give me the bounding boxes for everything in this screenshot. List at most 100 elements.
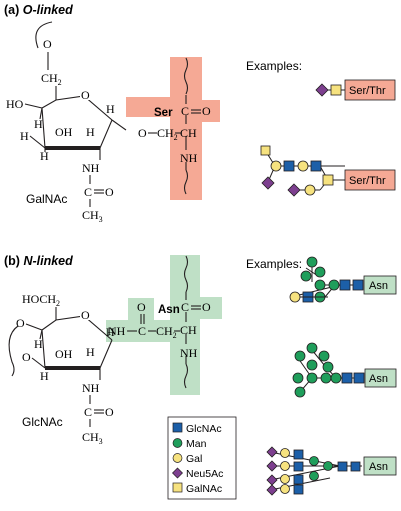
neu5ac-icon	[172, 467, 183, 479]
asn-tag-2-label: Asn	[369, 373, 388, 385]
amide-ch2: CH2	[156, 324, 177, 340]
man-icon	[328, 279, 340, 291]
man-icon	[294, 386, 306, 398]
svg-text:O: O	[81, 88, 90, 102]
n-linked-example-1: Asn	[289, 256, 397, 303]
c3-h-b: H	[40, 369, 49, 383]
glcnac-icon	[341, 372, 353, 384]
man-icon	[323, 461, 333, 471]
asn-tag-2	[364, 368, 397, 388]
ser-carbonyl-c: C	[181, 104, 189, 118]
glcnac-icon	[172, 422, 183, 433]
o-bridge: O	[138, 126, 147, 140]
man-icon	[309, 471, 319, 481]
galnac-icon	[330, 84, 342, 96]
bridge-ch2: CH2	[157, 126, 178, 142]
asn-tag-1	[363, 275, 397, 295]
panel-a: (a) O-linked C O CH NH Ser O CH2 O CH2	[4, 3, 396, 224]
glcnac-icon	[283, 160, 295, 172]
asn-tag-3-label: Asn	[369, 461, 388, 473]
c3-oh-b: OH	[55, 347, 73, 361]
glcnac-icon	[293, 474, 304, 485]
man-icon	[314, 266, 326, 278]
c3-o-b: O	[22, 350, 31, 364]
ser-alpha-ch: CH	[180, 126, 197, 140]
panel-b-label: (b) N-linked	[4, 254, 73, 268]
glcnac-icon	[337, 461, 348, 472]
n-linked-example-3: Asn	[266, 446, 397, 496]
man-icon	[309, 456, 319, 466]
amide-c: C	[138, 324, 146, 338]
gal-icon	[289, 291, 301, 303]
c6-o: O	[43, 37, 52, 51]
legend-glcnac: GlcNAc	[186, 423, 222, 435]
ring-oxygen-b: O	[81, 308, 90, 322]
c3-oh: OH	[55, 125, 73, 139]
legend-man: Man	[186, 438, 207, 450]
gal-icon	[280, 474, 290, 484]
ser-highlight-bridge	[126, 97, 178, 117]
asn-tag-3	[363, 456, 397, 476]
man-icon	[320, 372, 332, 384]
n-linked-example-2: Asn	[292, 342, 397, 398]
glcnac-icon	[353, 372, 365, 384]
ser-highlight-carbonyl	[200, 100, 220, 122]
amide-o: O	[137, 300, 146, 314]
man-icon	[300, 270, 312, 282]
galnac-icon	[322, 174, 334, 186]
c6-ch2: CH2	[41, 71, 62, 87]
ser-nh: NH	[180, 151, 198, 165]
neu5ac-icon	[287, 183, 301, 197]
panel-b: (b) N-linked C O CH NH Asn NH C O CH2 HO…	[4, 254, 397, 500]
ser-thr-tag-1-label: Ser/Thr	[349, 85, 386, 97]
gal-icon	[280, 461, 290, 471]
man-icon	[306, 372, 318, 384]
glcnac-label: GlcNAc	[22, 415, 63, 429]
asn-backbone-bottom	[183, 363, 189, 389]
c2-nh: NH	[82, 161, 100, 175]
glycosidic-curve	[35, 21, 53, 49]
c1-h-b: H	[106, 325, 115, 339]
o-linked-example-2: Ser/Thr	[260, 145, 396, 197]
gal-icon	[260, 145, 271, 156]
c4-o: O	[16, 316, 25, 330]
ser-thr-tag-1	[344, 79, 396, 101]
gal-icon	[297, 160, 309, 172]
asn-alpha-ch: CH	[180, 323, 197, 337]
man-icon	[322, 361, 334, 373]
man-icon	[306, 342, 318, 354]
glcnac-icon	[293, 449, 304, 460]
amide-nh: NH	[108, 324, 126, 338]
ser-label: Ser	[154, 107, 173, 119]
man-icon	[172, 438, 183, 448]
legend-gal: Gal	[186, 453, 202, 465]
asn-carbonyl-c: C	[181, 300, 189, 314]
asn-backbone-top	[183, 255, 189, 293]
man-icon	[318, 350, 330, 362]
c3-h-up: H	[20, 129, 29, 143]
neu5ac-icon	[261, 176, 275, 190]
c1-h: H	[106, 102, 115, 116]
glcnac-icon	[350, 461, 361, 472]
ser-carbonyl-o: O	[202, 104, 211, 118]
panel-b-examples-label: Examples:	[246, 257, 302, 271]
asn-highlight-carbonyl-1	[128, 298, 154, 320]
man-icon	[292, 372, 304, 384]
man-icon	[314, 279, 326, 291]
c3-h: H	[40, 149, 49, 163]
acetyl-o-b: O	[105, 405, 114, 419]
panel-a-examples-label: Examples:	[246, 59, 302, 73]
asn-highlight-bridge	[106, 320, 176, 342]
acetyl-c-b: C	[84, 405, 92, 419]
asn-tag-1-label: Asn	[369, 280, 388, 292]
o-linked-example-1: Ser/Thr	[315, 79, 396, 101]
c4-h: H	[34, 117, 43, 131]
gal-icon	[280, 484, 290, 494]
man-icon	[294, 350, 306, 362]
c2-h-up-b: H	[86, 345, 95, 359]
c4-h-b: H	[34, 337, 43, 351]
ser-thr-tag-2-label: Ser/Thr	[349, 175, 386, 187]
glcnac-icon	[293, 461, 304, 472]
